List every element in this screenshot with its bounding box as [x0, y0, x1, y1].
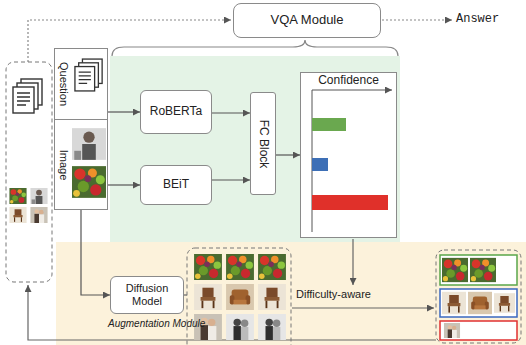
generated-grid: [226, 314, 254, 340]
generated-grid: [226, 284, 254, 310]
flow-arrow: [81, 210, 110, 295]
selected-set: [494, 293, 515, 313]
node-label: Question: [58, 62, 71, 106]
selected-set: [442, 258, 468, 282]
node-label: Image: [58, 149, 71, 180]
node-label: Augmentation Module: [108, 318, 205, 330]
generated-grid: [258, 254, 286, 280]
generated-grid: [258, 314, 286, 340]
diffusion-box: Diffusion Model: [110, 276, 184, 314]
module-box: VQA Module: [233, 3, 381, 38]
input-box: Image: [54, 119, 108, 210]
generated-grid: [226, 254, 254, 280]
selected-set: [440, 255, 517, 285]
flow-arrow: [108, 111, 140, 112]
confidence-panel: [300, 72, 397, 238]
confidence-chart: [312, 195, 388, 210]
flow-arrow: [276, 154, 300, 155]
input-pool: [30, 188, 47, 204]
brace: [112, 40, 398, 56]
input-pool: [30, 207, 47, 223]
question-image-icons: [72, 59, 106, 198]
selected-set: [440, 289, 517, 317]
confidence-chart: [312, 90, 392, 91]
answer-arrow: [382, 19, 452, 20]
input-pool: [6, 62, 52, 282]
encoder-box: RoBERTa: [140, 90, 212, 134]
selected-set: [468, 292, 492, 314]
confidence-box: Confidence: [300, 72, 397, 238]
selection-arrow: [292, 307, 434, 308]
fc-block: FC Block: [250, 92, 276, 195]
generated-grid: [187, 248, 291, 345]
confidence-chart: [312, 118, 346, 131]
flow-arrow: [108, 184, 140, 185]
question-image-icons: [72, 166, 106, 198]
generated-grid: [187, 248, 291, 345]
selected-set: [440, 321, 517, 340]
encoder-box: BEiT: [140, 165, 212, 205]
flow-arrow: [212, 179, 250, 180]
question-image-icons: [75, 59, 102, 91]
input-pool: [9, 188, 26, 204]
vqa-region: [110, 56, 400, 242]
selected-set: [470, 258, 496, 282]
feedback-line: [28, 20, 231, 62]
arrow-label: Difficulty-aware: [296, 288, 371, 300]
node-label: Diffusion Model: [111, 282, 183, 307]
generated-grid: [258, 284, 286, 310]
node-label: Confidence: [301, 74, 396, 88]
output-label: Answer: [456, 12, 499, 26]
return-arrow: [28, 285, 436, 340]
question-image-icons: [72, 128, 106, 160]
input-pool: [9, 207, 26, 223]
selected-set: [436, 250, 521, 343]
generated-grid: [194, 254, 222, 280]
flow-arrow: [212, 112, 250, 113]
selected-set: [436, 250, 521, 343]
confidence-chart: [312, 90, 392, 232]
input-pool: [6, 62, 52, 282]
confidence-chart: [312, 158, 328, 171]
input-box: Question: [54, 48, 108, 120]
generated-grid: [194, 284, 222, 310]
input-pool: [13, 79, 42, 113]
confidence-arrow: [352, 239, 353, 285]
module-region: Augmentation Module Diffusion Model: [56, 242, 526, 345]
selected-set: [444, 323, 460, 338]
selected-set: [442, 292, 466, 314]
node-label: BEiT: [163, 178, 189, 192]
node-label: FC Block: [256, 119, 270, 168]
node-label: VQA Module: [271, 13, 344, 28]
node-label: RoBERTa: [150, 105, 202, 119]
